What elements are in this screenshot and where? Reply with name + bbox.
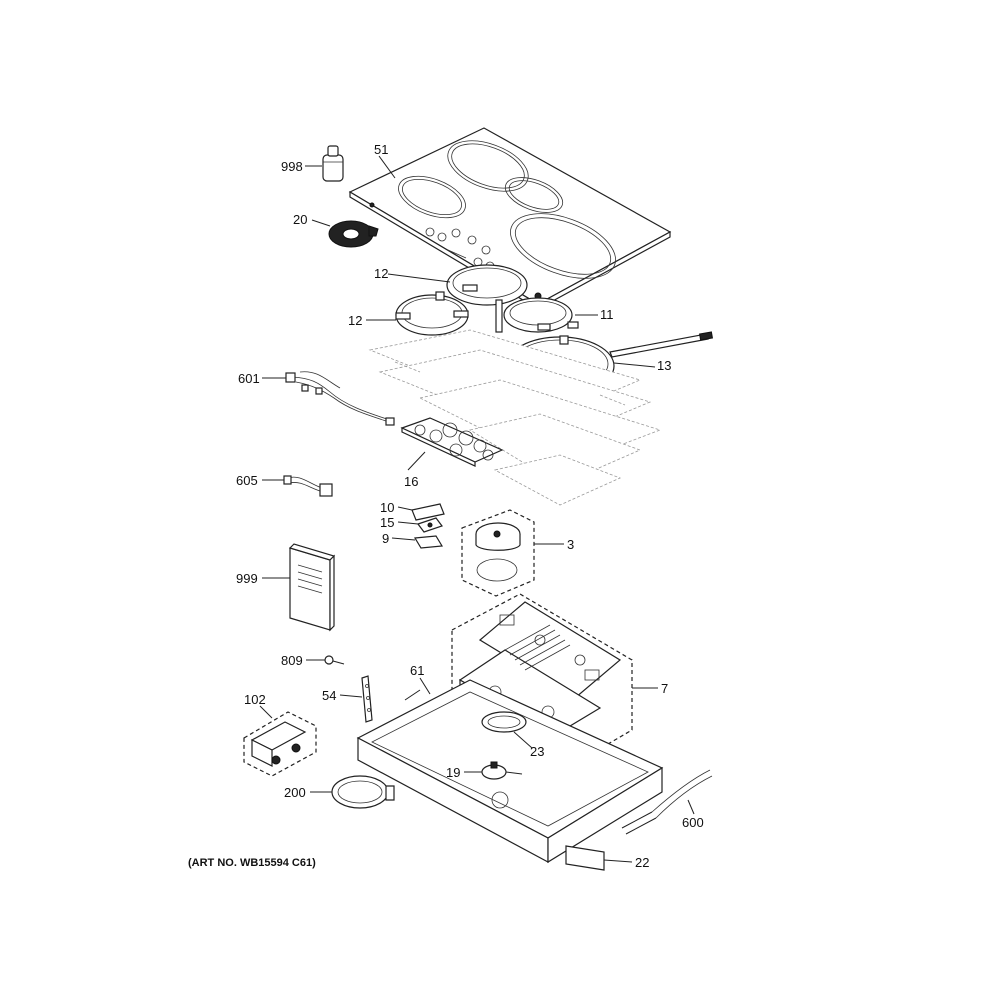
part-600-power-cord[interactable] xyxy=(621,769,713,835)
part-16-control-board[interactable] xyxy=(400,417,504,467)
callout-22: 22 xyxy=(635,855,649,870)
callout-19: 19 xyxy=(446,765,460,780)
art-number-caption: (ART NO. WB15594 C61) xyxy=(188,857,316,869)
part-999-owners-manual[interactable] xyxy=(288,543,336,632)
part-10-bracket[interactable] xyxy=(411,503,445,521)
callout-12-left: 12 xyxy=(348,313,362,328)
part-12-left-element[interactable] xyxy=(395,291,469,336)
callout-7: 7 xyxy=(661,681,668,696)
callout-12-upper: 12 xyxy=(374,266,388,281)
callout-11: 11 xyxy=(600,307,614,322)
part-9-switch[interactable] xyxy=(413,535,444,549)
part-3-cooling-fan[interactable] xyxy=(461,509,535,597)
callout-54: 54 xyxy=(322,688,336,703)
callout-3: 3 xyxy=(567,537,574,552)
callout-999: 999 xyxy=(236,571,258,586)
callout-605: 605 xyxy=(236,473,258,488)
part-809-screw[interactable] xyxy=(324,655,345,665)
callout-15: 15 xyxy=(380,515,394,530)
burner-support-brackets xyxy=(368,329,662,506)
part-102-terminal-block[interactable] xyxy=(243,711,317,777)
callout-601: 601 xyxy=(238,371,260,386)
part-605-jumper-wire[interactable] xyxy=(283,475,333,497)
part-12-upper-element[interactable] xyxy=(446,264,528,333)
callout-10: 10 xyxy=(380,500,394,515)
callout-51: 51 xyxy=(374,142,388,157)
callout-61: 61 xyxy=(410,663,424,678)
callout-9: 9 xyxy=(382,531,389,546)
part-22-rating-label[interactable] xyxy=(565,845,605,871)
part-11-small-element[interactable] xyxy=(503,297,579,333)
callout-16: 16 xyxy=(404,474,418,489)
part-200-sealing-tape[interactable] xyxy=(331,775,395,809)
part-54-mounting-bracket[interactable] xyxy=(361,675,373,723)
callout-13: 13 xyxy=(657,358,671,373)
callout-200: 200 xyxy=(284,785,306,800)
part-15-sensor[interactable] xyxy=(417,517,443,533)
part-601-wire-harness[interactable] xyxy=(285,371,395,426)
callout-998: 998 xyxy=(281,159,303,174)
part-23-fan-gasket[interactable] xyxy=(481,711,527,733)
part-998-cleaner-bottle[interactable] xyxy=(322,145,344,182)
callout-20: 20 xyxy=(293,212,307,227)
part-61-bottom-chassis[interactable] xyxy=(356,679,664,864)
callout-809: 809 xyxy=(281,653,303,668)
callout-600: 600 xyxy=(682,815,704,830)
callout-102: 102 xyxy=(244,692,266,707)
part-20-gasket-tape[interactable] xyxy=(328,220,379,248)
callout-23: 23 xyxy=(530,744,544,759)
